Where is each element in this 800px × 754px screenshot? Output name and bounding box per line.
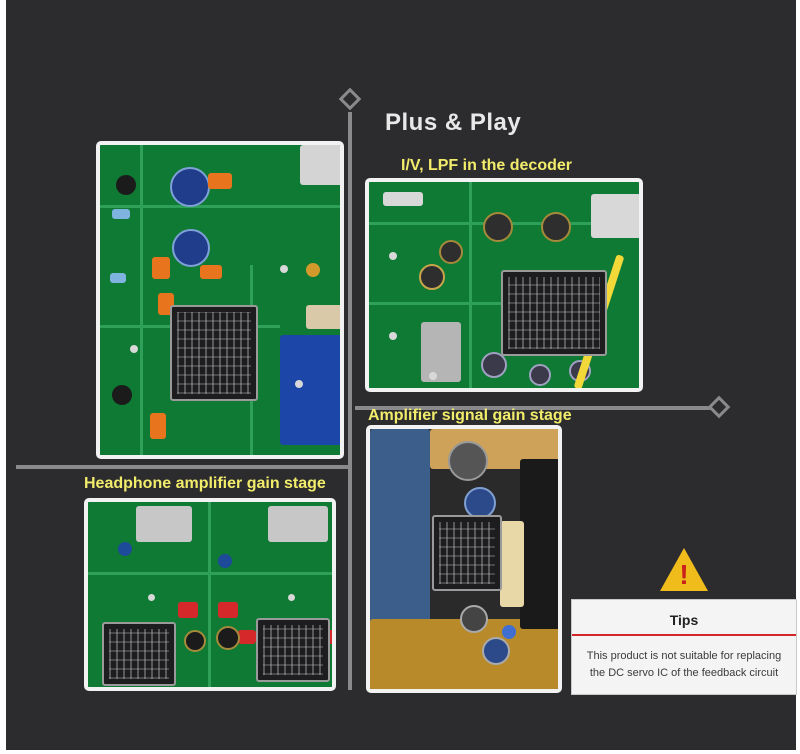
tips-box: Tips This product is not suitable for re… [571,599,797,695]
horizontal-divider-left [16,465,350,469]
divider-diamond-top [338,87,362,111]
tips-divider [572,634,796,636]
photo-module-on-board [96,141,344,459]
horizontal-divider-right [355,406,711,410]
warning-triangle-icon [660,548,708,591]
divider-diamond-right [707,395,731,419]
page-title: Plus & Play [385,109,522,136]
left-border [0,0,6,754]
pcb-image [100,145,340,455]
caption-headphone: Headphone amplifier gain stage [84,475,326,492]
pcb-image [88,502,332,687]
bottom-border [0,750,800,754]
pcb-image [370,429,558,689]
vertical-divider [348,112,352,690]
opamp-module-left [102,622,176,686]
warning-exclamation-icon: ! [679,559,689,590]
photo-amplifier [366,425,562,693]
caption-decoder: I/V, LPF in the decoder [401,157,572,174]
tips-line-2: the DC servo IC of the feedback circuit [589,667,779,679]
opamp-module [432,515,502,591]
pcb-image [369,182,639,388]
opamp-module-right [256,618,330,682]
opamp-module [170,305,258,401]
photo-headphone [84,498,336,691]
tips-title: Tips [669,612,699,628]
photo-decoder [365,178,643,392]
caption-amplifier: Amplifier signal gain stage [368,407,572,424]
tips-line-1: This product is not suitable for replaci… [586,650,782,662]
right-border [796,0,800,754]
opamp-module [501,270,607,356]
